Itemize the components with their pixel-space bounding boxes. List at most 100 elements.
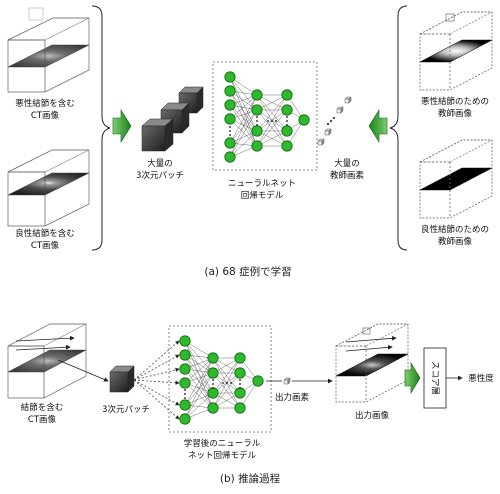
ellipsis-dot xyxy=(286,124,288,126)
net-a-edge xyxy=(229,90,258,147)
malignancy-label: 悪性度 xyxy=(468,373,494,384)
right-brace xyxy=(389,5,408,251)
net-b-node xyxy=(234,367,246,379)
teacher-pixel-cubes xyxy=(317,96,352,146)
net-a-edge xyxy=(229,76,258,132)
ellipsis-dot xyxy=(256,124,258,126)
fan-line xyxy=(133,340,180,381)
net-a-edge xyxy=(229,109,258,144)
caption-b: (b) 推論過程 xyxy=(220,472,281,485)
net-a-node xyxy=(251,140,263,152)
net-a-edge xyxy=(229,118,258,147)
net-a-node xyxy=(224,99,236,111)
net-b-edge xyxy=(184,357,214,406)
teacher-pixel-label-1: 大量の xyxy=(334,158,360,169)
net-a-node xyxy=(251,104,263,116)
net-box-a xyxy=(212,61,318,171)
net-b-edge xyxy=(212,357,241,394)
net-b-edge xyxy=(184,340,214,374)
neural-net-a xyxy=(224,71,310,163)
net-b-node xyxy=(179,413,191,425)
ellipsis-dot xyxy=(226,382,228,384)
benign-teacher-volume xyxy=(419,139,493,219)
ellipsis-dot xyxy=(229,134,231,136)
net-b-node xyxy=(207,352,219,364)
ellipsis-dot xyxy=(239,379,241,381)
ellipsis-dot xyxy=(184,389,186,391)
net-a-node xyxy=(281,89,293,101)
net-a-node xyxy=(298,114,310,126)
teacher-pixel-label-2: 教師画素 xyxy=(330,170,365,181)
ellipsis-dot xyxy=(212,379,214,381)
net-a-edge xyxy=(256,94,288,132)
net-b-node xyxy=(179,335,191,347)
net-a-edge xyxy=(229,104,258,147)
net-a-node xyxy=(224,151,236,163)
ellipsis-dot xyxy=(286,120,288,122)
input-ct-label-1: 結節を含む xyxy=(21,402,64,413)
net-a-edge xyxy=(256,109,288,147)
net-b-edge xyxy=(184,357,214,384)
net-a-node xyxy=(281,125,293,137)
ellipsis-dot xyxy=(222,382,224,384)
ellipsis-dot xyxy=(256,116,258,118)
neural-net-b xyxy=(179,335,264,425)
net-a-node xyxy=(224,113,236,125)
ellipsis-dot xyxy=(212,387,214,389)
fan-line xyxy=(133,379,180,406)
malignant-ct-volume xyxy=(7,7,90,93)
net-label-b-2: ネット回帰モデル xyxy=(188,450,257,461)
net-b-node xyxy=(207,402,219,414)
patch-to-net-lines xyxy=(133,340,180,420)
ellipsis-dot xyxy=(229,126,231,128)
net-a-node xyxy=(224,85,236,97)
output-pixel-label: 出力画素 xyxy=(275,392,310,403)
net-b-node xyxy=(179,363,191,375)
net-a-node xyxy=(281,140,293,152)
score-layer-label: スコア層 xyxy=(430,361,440,395)
ellipsis-dot xyxy=(212,383,214,385)
net-b-node xyxy=(234,352,246,364)
ellipsis-dot xyxy=(271,120,273,122)
output-image-volume xyxy=(335,323,409,403)
left-brace xyxy=(91,5,111,251)
net-a-node xyxy=(281,104,293,116)
net-a-node xyxy=(224,71,236,83)
net-a-node xyxy=(251,89,263,101)
patch-label-b: 3次元パッチ xyxy=(102,404,150,415)
net-b-node xyxy=(252,375,264,387)
net-b-edge xyxy=(212,372,241,409)
net-a-edge xyxy=(229,130,258,158)
fan-line xyxy=(133,354,180,381)
net-a-edge xyxy=(229,104,258,132)
benign-ct-label-1: 良性結節を含む xyxy=(15,228,75,239)
patch-stack xyxy=(141,86,204,152)
fan-line xyxy=(133,379,180,420)
net-b-edge xyxy=(184,368,214,394)
net-b-node xyxy=(179,349,191,361)
ellipsis-dot xyxy=(184,393,186,395)
net-a-edge xyxy=(229,94,258,144)
net-b-edge xyxy=(184,372,214,420)
net-label-a-2: 回帰モデル xyxy=(241,190,284,201)
patch-cube-b xyxy=(109,365,135,393)
net-b-node xyxy=(207,367,219,379)
benign-teacher-label-1: 良性結節のための xyxy=(421,224,489,235)
ellipsis-dot xyxy=(239,383,241,385)
net-b-node xyxy=(179,399,191,411)
net-a-edge xyxy=(229,109,258,158)
ellipsis-dot xyxy=(275,120,277,122)
ellipsis-dot xyxy=(229,130,231,132)
malignant-teacher-label-1: 悪性結節のための xyxy=(421,96,489,107)
malignant-ct-label-1: 悪性結節を含む xyxy=(15,98,75,109)
malignant-ct-label-2: CT画像 xyxy=(31,110,60,121)
net-a-edge xyxy=(229,94,258,120)
arrow-to-patch xyxy=(57,359,109,382)
patch-label-2: 3次元パッチ xyxy=(136,170,184,181)
output-pixel-cube xyxy=(283,377,291,385)
ellipsis-dot xyxy=(286,116,288,118)
ellipsis-dot xyxy=(267,120,269,122)
output-image-label: 出力画像 xyxy=(355,410,390,421)
input-ct-volume xyxy=(7,323,87,399)
net-b-edge xyxy=(184,354,214,394)
